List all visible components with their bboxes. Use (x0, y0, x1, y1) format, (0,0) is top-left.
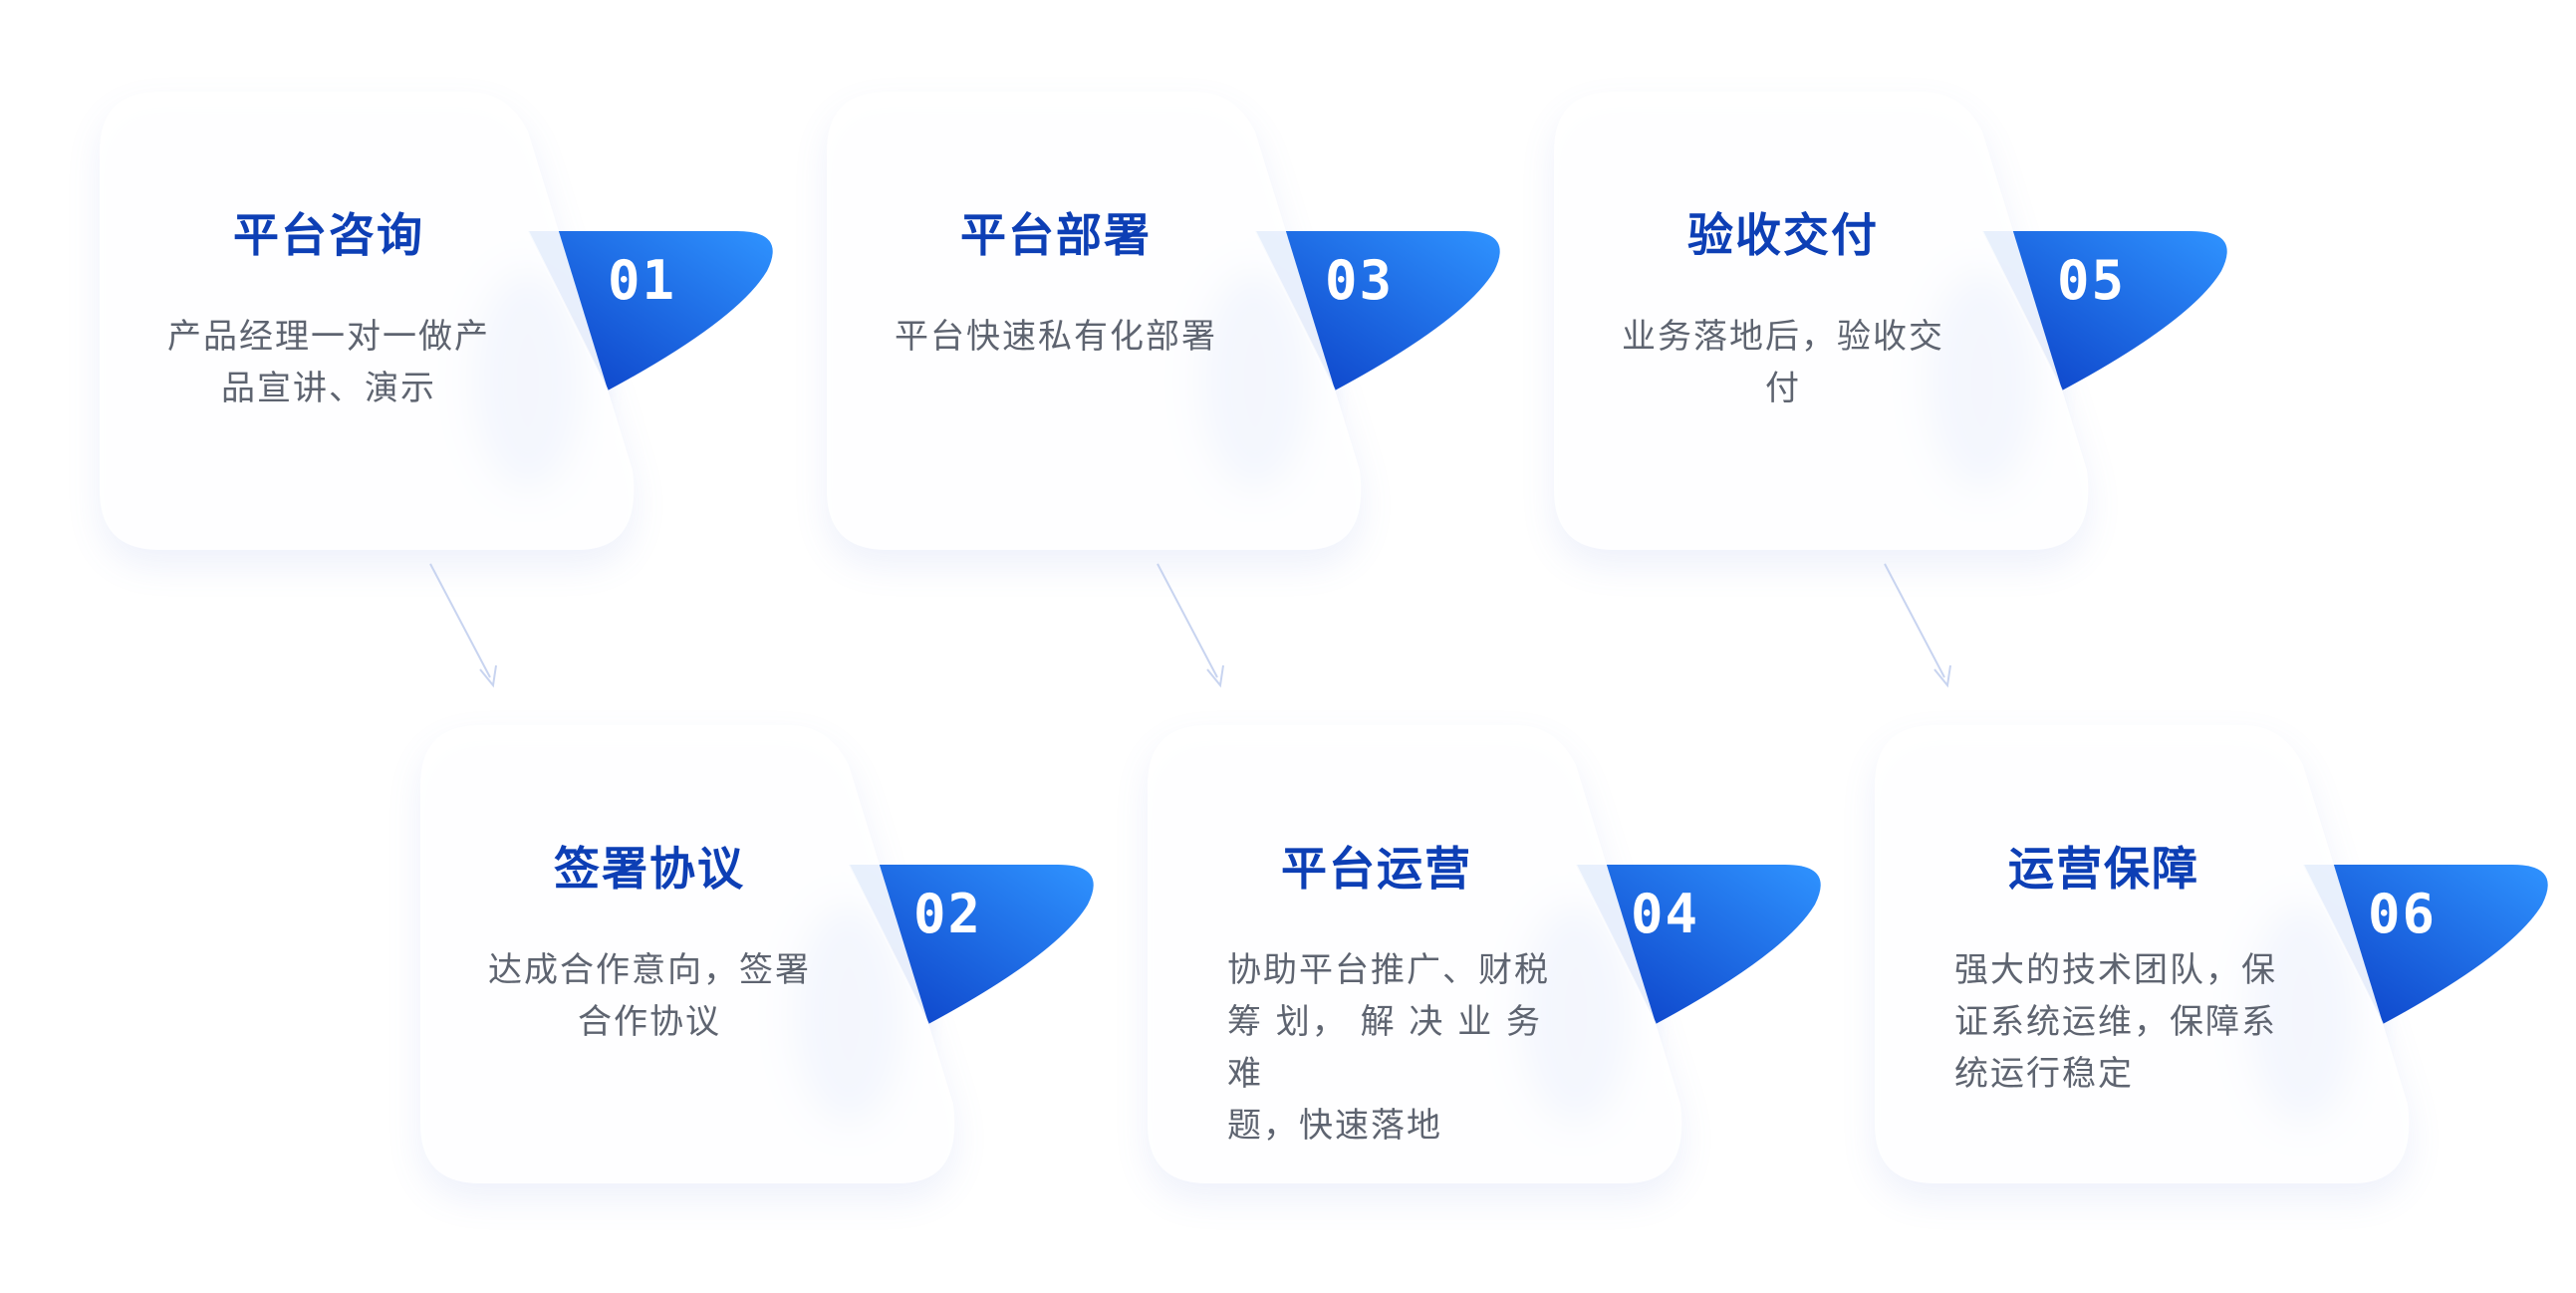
step-card-02: 02 签署协议 达成合作意向，签署 合作协议 (420, 725, 1094, 1199)
step-title: 平台部署 (960, 208, 1152, 262)
step-description: 强大的技术团队，保 证系统运维，保障系 统运行稳定 (1954, 944, 2283, 1100)
step-description: 业务落地后，验收交 付 (1614, 311, 1952, 414)
description-line: 证系统运维，保障系 (1954, 1002, 2277, 1042)
step-card-04: 04 平台运营 协助平台推广、财税 筹 划， 解 决 业 务 难 题，快速落地 (1148, 725, 1821, 1199)
description-line: 合作协议 (578, 1002, 721, 1042)
card-shape (1554, 92, 2227, 566)
step-number: 03 (1325, 249, 1395, 312)
step-card-03: 03 平台部署 平台快速私有化部署 (827, 92, 1500, 566)
connector-arrow-05-06 (1884, 563, 1951, 688)
step-description: 产品经理一对一做产 品宣讲、演示 (159, 311, 498, 414)
description-line: 筹 划， 解 决 业 务 难 (1227, 1002, 1543, 1094)
step-card-06: 06 运营保障 强大的技术团队，保 证系统运维，保障系 统运行稳定 (1875, 725, 2548, 1199)
step-number: 02 (913, 883, 983, 945)
step-number: 05 (2057, 249, 2127, 312)
description-line: 协助平台推广、财税 (1227, 950, 1550, 990)
description-line: 达成合作意向，签署 (488, 950, 811, 990)
connector-arrow-03-04 (1157, 563, 1224, 688)
description-line: 平台快速私有化部署 (895, 317, 1217, 357)
description-line: 付 (1765, 369, 1801, 408)
step-title: 平台咨询 (233, 208, 424, 262)
card-shape (827, 92, 1500, 566)
step-number: 04 (1631, 883, 1700, 945)
step-number: 01 (608, 249, 677, 312)
card-shape (100, 92, 773, 566)
description-line: 统运行稳定 (1954, 1054, 2134, 1094)
step-description: 协助平台推广、财税 筹 划， 解 决 业 务 难 题，快速落地 (1227, 944, 1556, 1152)
card-shape (1875, 725, 2548, 1199)
description-line: 业务落地后，验收交 (1622, 317, 1944, 357)
step-title: 运营保障 (2008, 842, 2199, 896)
step-number: 06 (2368, 883, 2438, 945)
description-line: 产品经理一对一做产 (167, 317, 490, 357)
description-line: 品宣讲、演示 (221, 369, 436, 408)
step-title: 验收交付 (1687, 208, 1879, 262)
step-description: 达成合作意向，签署 合作协议 (480, 944, 819, 1048)
card-shape (420, 725, 1094, 1199)
card-shape (1148, 725, 1821, 1199)
description-line: 强大的技术团队，保 (1954, 950, 2277, 990)
description-line: 题，快速落地 (1227, 1106, 1442, 1146)
step-title: 平台运营 (1281, 842, 1472, 896)
connector-arrow-01-02 (429, 563, 497, 688)
step-card-05: 05 验收交付 业务落地后，验收交 付 (1554, 92, 2227, 566)
step-title: 签署协议 (554, 842, 745, 896)
step-card-01: 01 平台咨询 产品经理一对一做产 品宣讲、演示 (100, 92, 773, 566)
step-description: 平台快速私有化部署 (887, 311, 1225, 363)
